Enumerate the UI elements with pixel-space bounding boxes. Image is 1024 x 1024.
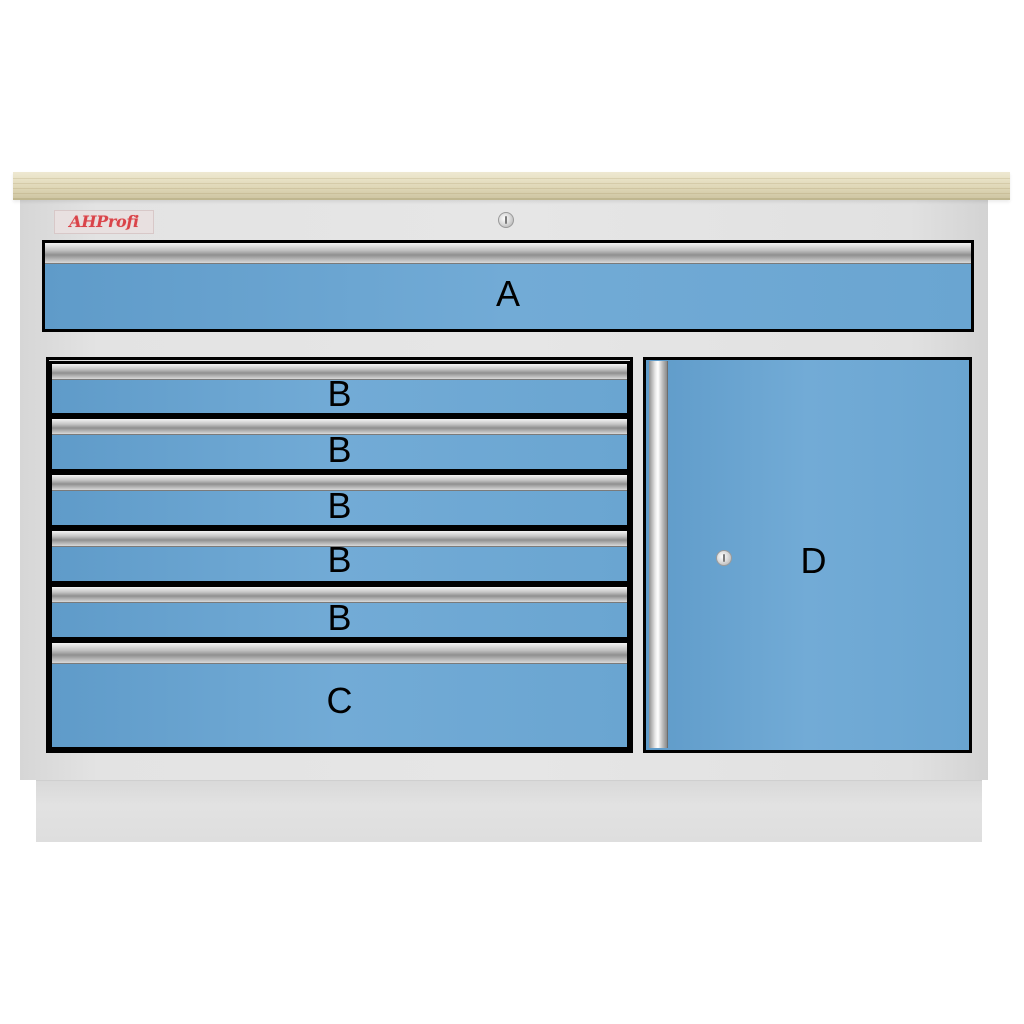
drawer-bank-outline <box>46 357 633 753</box>
drawer-b-2[interactable]: B <box>49 416 630 472</box>
drawer-a-label: A <box>495 273 520 314</box>
drawer-c[interactable]: C <box>49 640 630 750</box>
drawer-b-5[interactable]: B <box>49 584 630 640</box>
drawer-b-2-label: B <box>327 429 352 470</box>
drawer-b-3-handle <box>52 475 627 491</box>
drawer-b-2-handle <box>52 419 627 435</box>
drawer-b-3[interactable]: B <box>49 472 630 528</box>
drawer-b-3-label: B <box>327 485 352 526</box>
wooden-worktop <box>13 172 1010 200</box>
drawer-c-label: C <box>326 680 353 721</box>
drawer-b-5-handle <box>52 587 627 603</box>
top-lock-icon <box>498 212 514 228</box>
drawer-b-1-handle <box>52 364 627 380</box>
drawer-a-handle <box>45 243 971 264</box>
drawer-b-1[interactable]: B <box>49 361 630 416</box>
door-lock-icon <box>716 550 732 566</box>
drawer-b-5-label: B <box>327 597 352 638</box>
drawer-c-handle <box>52 643 627 664</box>
drawer-a[interactable]: A <box>42 240 974 332</box>
cabinet-plinth <box>36 780 982 842</box>
brand-logo: AHProfi <box>54 210 154 234</box>
drawer-b-1-label: B <box>327 373 352 414</box>
door-d-label: D <box>800 540 827 581</box>
door-handle[interactable] <box>649 361 668 748</box>
drawer-b-4-label: B <box>327 539 352 580</box>
door-d[interactable]: D <box>643 357 972 753</box>
drawer-b-4-handle <box>52 531 627 547</box>
drawer-b-4[interactable]: B <box>49 528 630 584</box>
